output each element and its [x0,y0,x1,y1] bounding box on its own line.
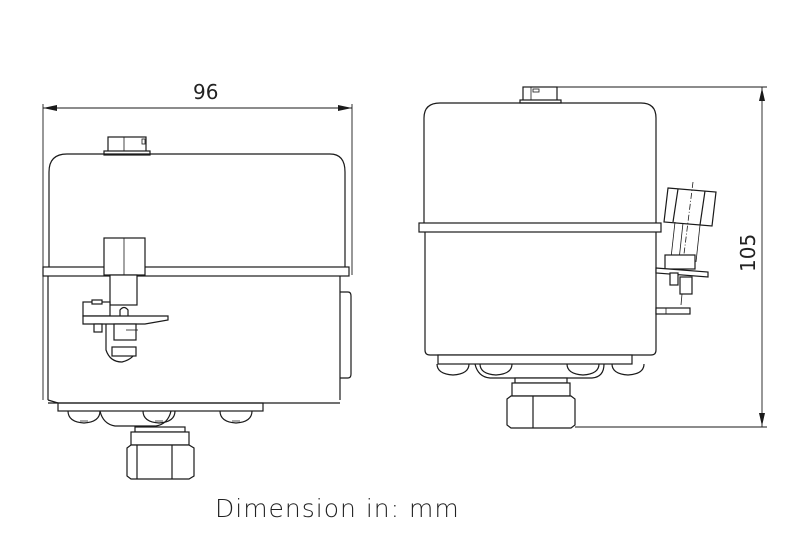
side-bottom-nut [506,377,576,429]
front-view: 96 [42,80,353,480]
base-screws [67,410,253,427]
side-housing-flange [418,222,662,233]
side-electrode [655,181,717,315]
side-plate [340,291,352,379]
side-top-connector [519,86,562,104]
side-upper-housing [423,102,657,223]
pilot-assembly [82,237,169,363]
side-view: 105 [418,86,767,429]
dimension-unit-caption: Dimension in: mm [215,494,460,523]
housing-flange [42,266,350,277]
width-dimension: 96 [42,80,353,400]
height-dimension-label: 105 [736,234,760,272]
side-lower-housing [424,232,657,356]
base-plate [57,402,264,412]
side-base-screws [436,363,645,379]
lower-housing [47,276,341,400]
upper-housing [48,153,346,267]
top-connector [103,136,151,156]
bottom-nut [126,426,195,480]
width-dimension-label: 96 [193,80,218,104]
height-dimension: 105 [555,86,767,428]
